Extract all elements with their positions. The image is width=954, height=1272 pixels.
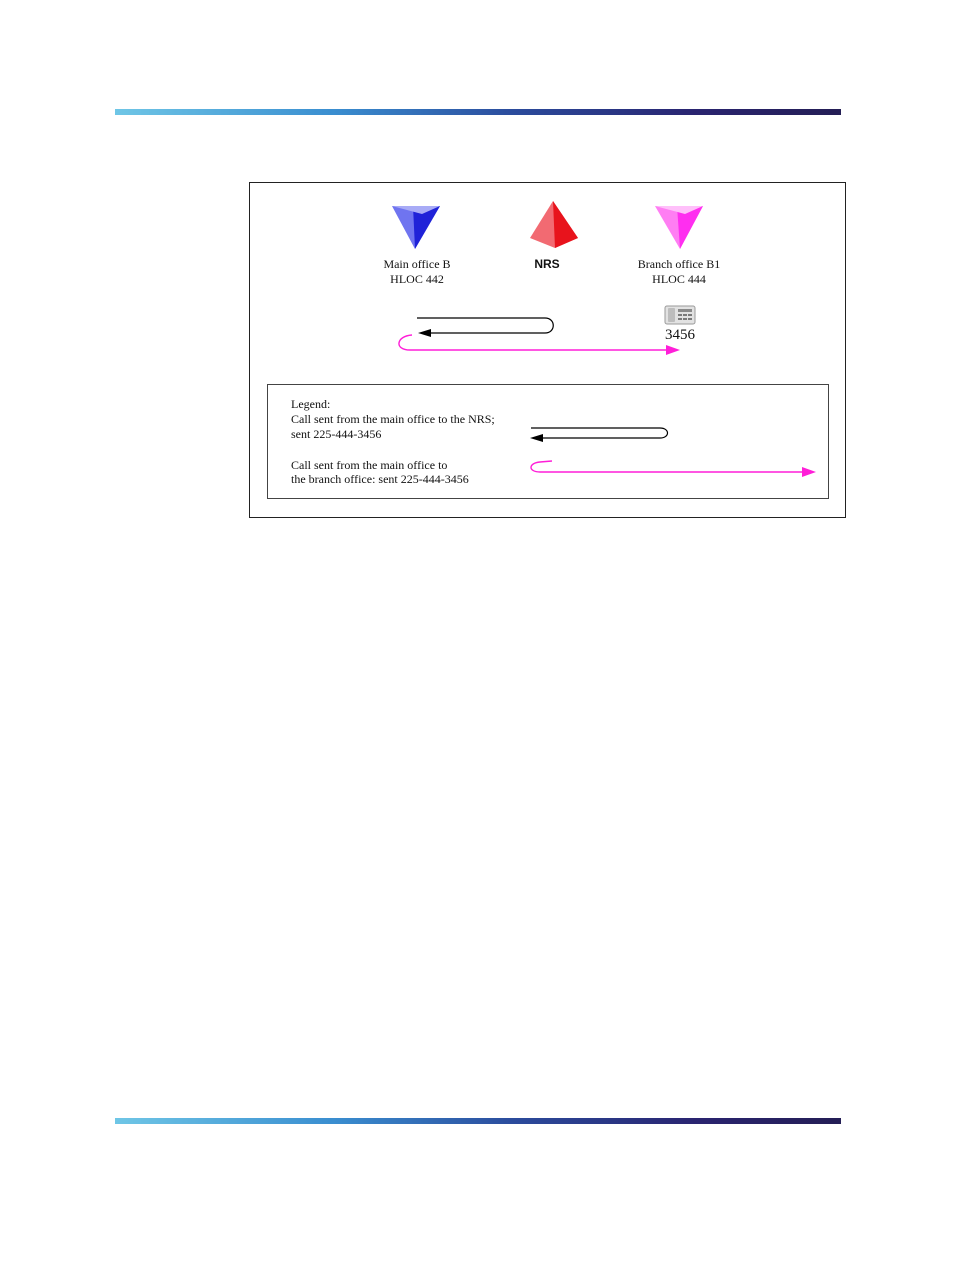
branch-office-hloc: HLOC 444: [652, 272, 706, 286]
legend-title: Legend:: [291, 397, 331, 411]
legend-entry-branch-line1: Call sent from the main office to: [291, 458, 448, 472]
branch-office-name: Branch office B1: [637, 257, 721, 271]
nrs-label: NRS: [517, 257, 577, 272]
legend-entry-branch-line2: the branch office: sent 225-444-3456: [291, 472, 469, 486]
main-office-name: Main office B: [383, 257, 451, 271]
phone-extension: 3456: [665, 327, 695, 343]
footer-rule: [115, 1118, 841, 1124]
main-office-label: Main office B HLOC 442: [367, 257, 467, 287]
call-path-to-branch: [398, 334, 680, 355]
legend-entry-nrs-line1: Call sent from the main office to the NR…: [291, 412, 495, 426]
legend-sample-black: [530, 427, 669, 442]
branch-office-label: Branch office B1 HLOC 444: [624, 257, 734, 287]
figure-frame: [249, 182, 846, 518]
legend-entry-nrs-line2: sent 225-444-3456: [291, 427, 382, 441]
nrs-icon: [530, 201, 578, 248]
main-office-icon: [392, 206, 440, 249]
phone-icon: [664, 305, 696, 325]
legend-sample-magenta: [530, 460, 816, 477]
legend-box: [267, 384, 829, 499]
branch-office-icon: [655, 206, 703, 249]
nrs-name: NRS: [534, 257, 560, 271]
header-rule: [115, 109, 841, 115]
call-path-to-nrs: [417, 317, 554, 337]
main-office-hloc: HLOC 442: [390, 272, 444, 286]
